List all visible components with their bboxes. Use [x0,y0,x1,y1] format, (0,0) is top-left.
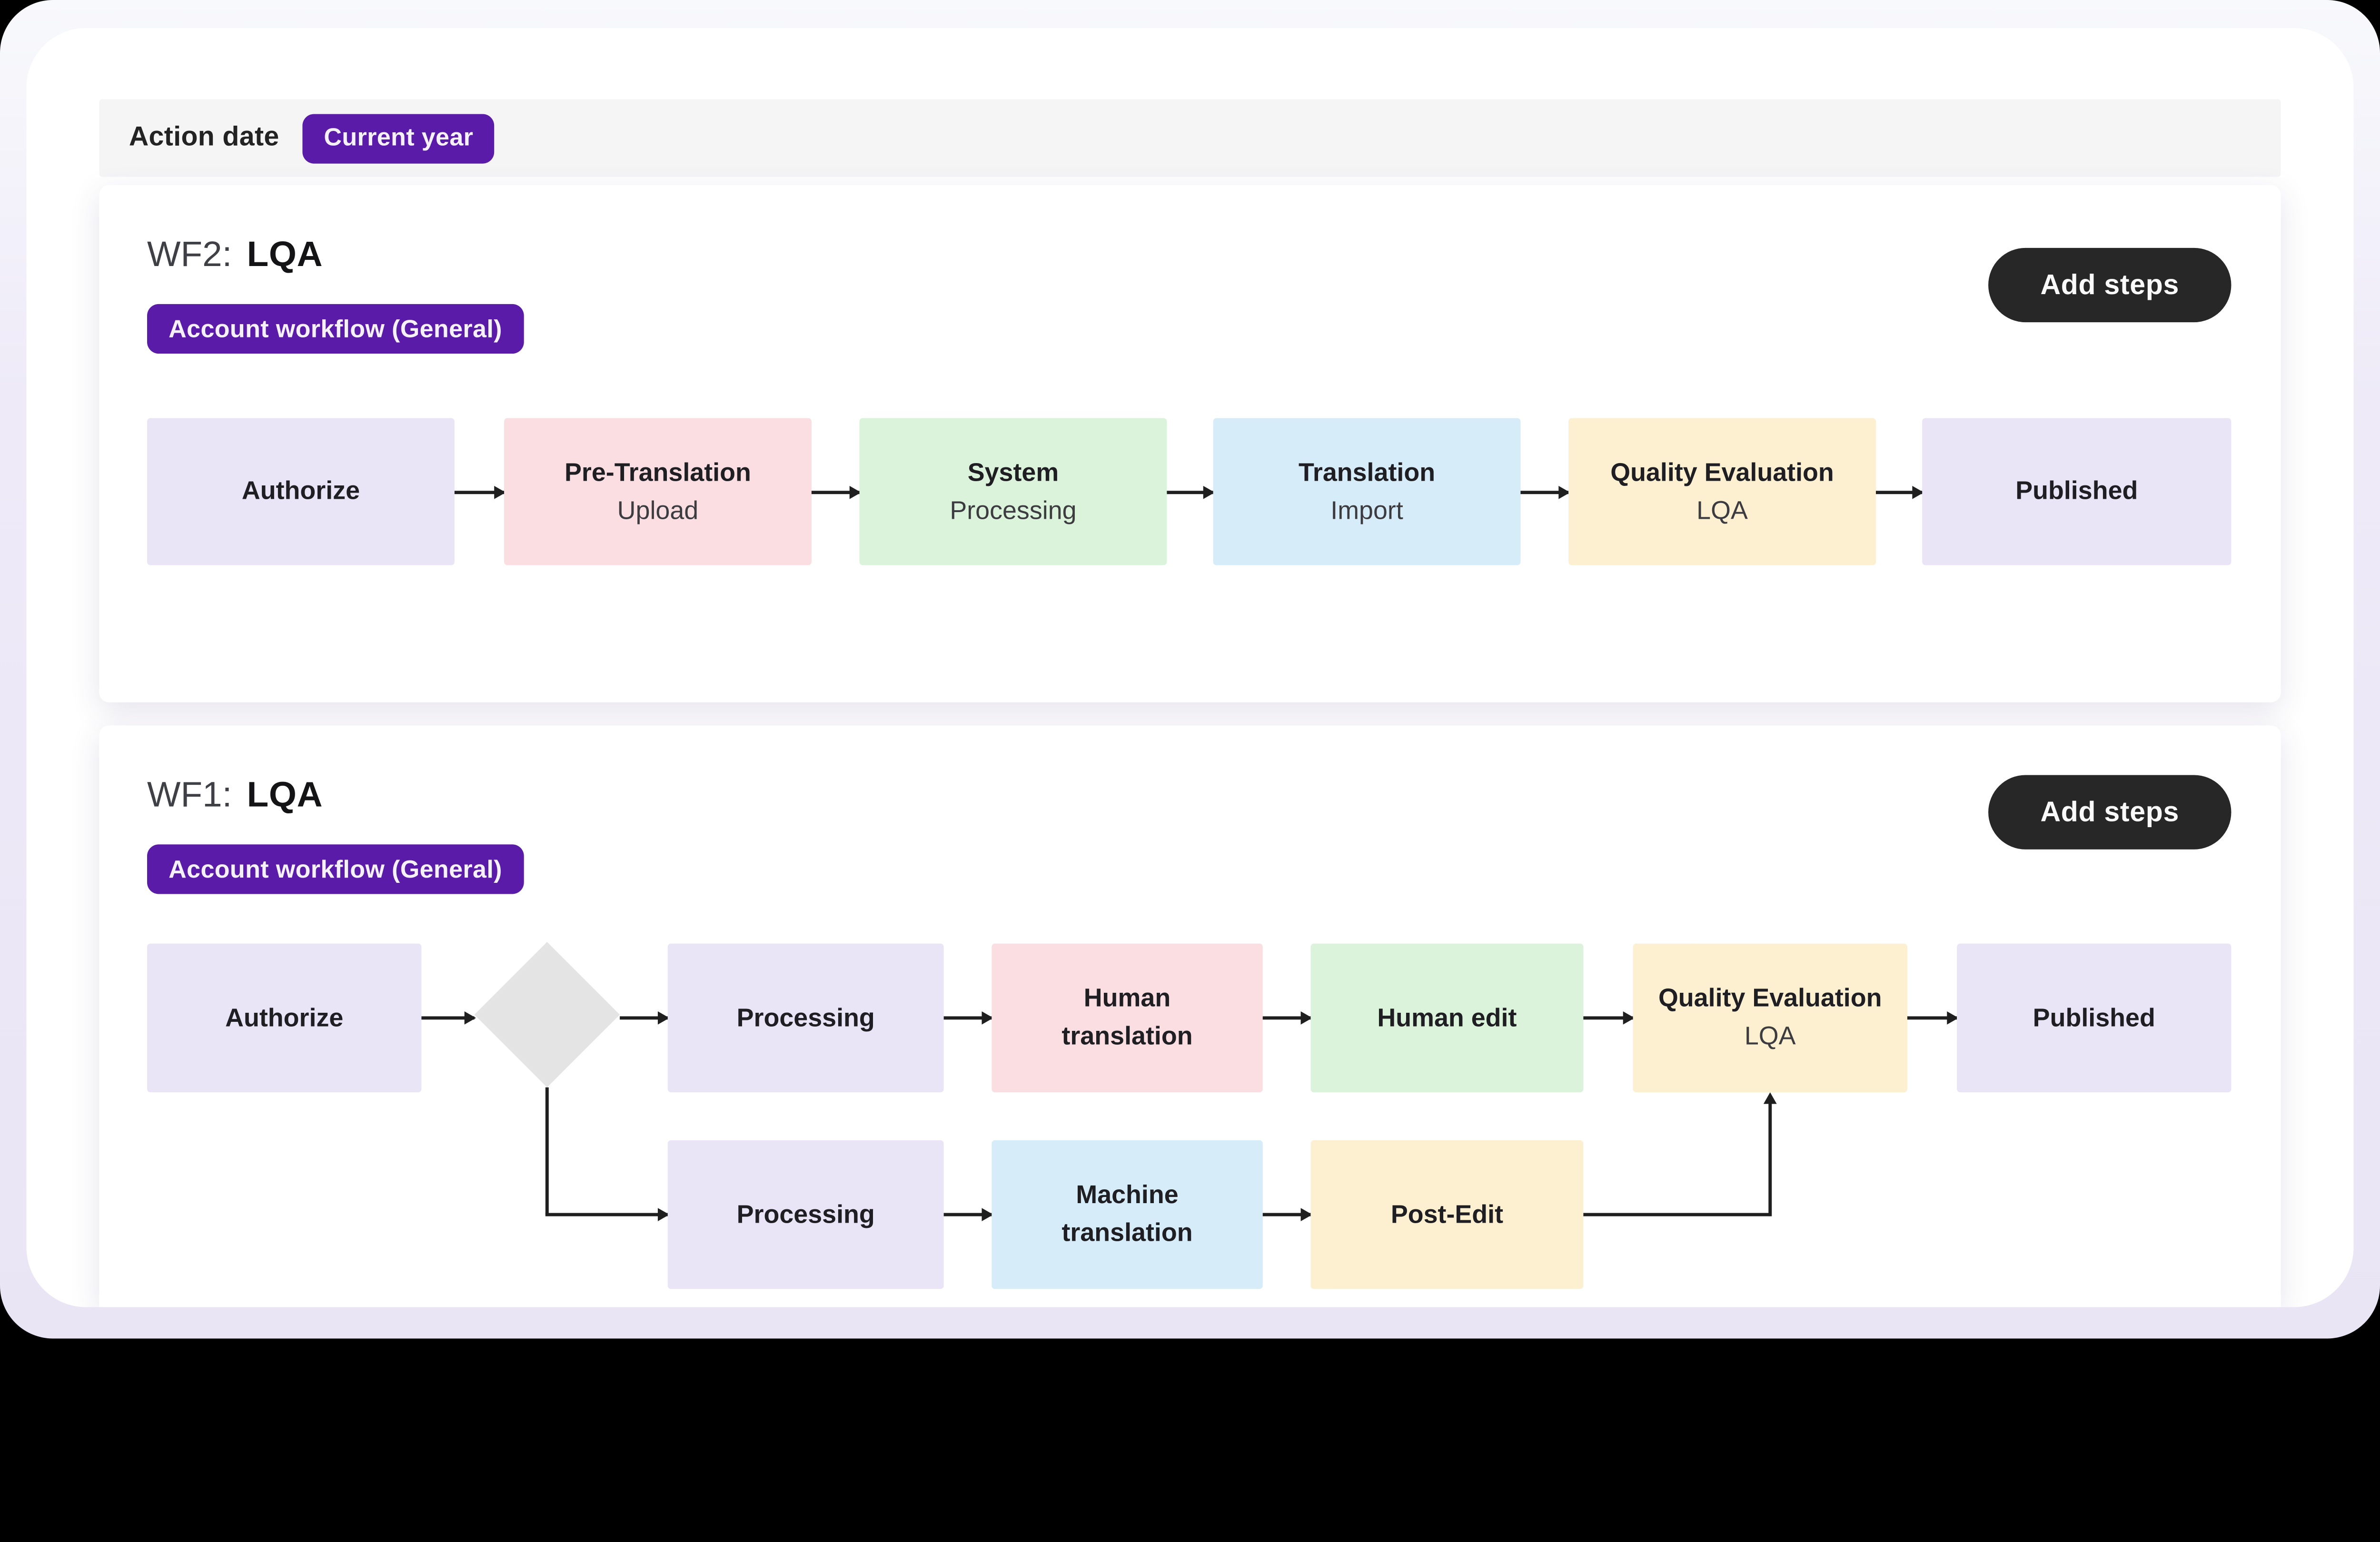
content-sheet: Action date Current year WF2: LQA Accoun… [26,28,2354,1307]
step-title: Pre-Translation [565,458,751,487]
app-root: Action date Current year WF2: LQA Accoun… [0,0,2380,1339]
workflow-card-wf1: WF1: LQA Account workflow (General) Add … [99,725,2281,1307]
workflow-title: WF2: LQA [147,235,323,276]
step-title: Translation [1298,458,1436,487]
step-quality-evaluation[interactable]: Quality Evaluation LQA [1633,943,1907,1093]
elbow-connector-up [1768,1102,1771,1216]
step-title: Processing [736,1200,875,1229]
flow-arrow [454,491,505,494]
step-processing[interactable]: Processing [667,943,944,1093]
page-background: Action date Current year WF2: LQA Accoun… [0,0,2380,1339]
step-post-edit[interactable]: Post-Edit [1310,1140,1584,1289]
step-subtitle: LQA [1696,496,1748,525]
step-published[interactable]: Published [1957,943,2231,1093]
flow-arrow [1262,1213,1311,1216]
workflow-title: WF1: LQA [147,775,323,816]
step-subtitle: Processing [950,496,1077,525]
workflow-name: LQA [247,775,323,815]
step-title: Human edit [1377,1004,1517,1032]
step-subtitle: LQA [1744,1023,1796,1051]
add-steps-button[interactable]: Add steps [1988,775,2231,850]
elbow-connector-right [1583,1213,1770,1216]
flow-arrow [1583,1016,1633,1019]
flow-arrow [1520,491,1569,494]
step-human-translation[interactable]: Human translation [992,943,1263,1093]
workflow-name: LQA [247,235,323,275]
add-steps-button[interactable]: Add steps [1988,247,2231,323]
filter-chip-current-year[interactable]: Current year [302,113,495,163]
step-quality-evaluation[interactable]: Quality Evaluation LQA [1568,418,1876,565]
arrowhead-up-icon [1763,1092,1776,1104]
workflow-id-label: WF1: [147,775,232,815]
step-title: Processing [736,1004,875,1032]
flow-arrow [943,1213,992,1216]
step-machine-translation[interactable]: Machine translation [992,1140,1263,1289]
flow-arrow [1167,491,1213,494]
workflow-tag-badge: Account workflow (General) [147,304,524,354]
flow-arrow [943,1016,992,1019]
flow-arrow [1907,1016,1957,1019]
step-title: Quality Evaluation [1610,458,1834,487]
step-system-processing[interactable]: System Processing [859,418,1167,565]
step-title: Human [1083,985,1171,1013]
step-published[interactable]: Published [1922,418,2231,565]
step-subtitle: Import [1330,496,1403,525]
step-translation-import[interactable]: Translation Import [1213,418,1521,565]
decision-diamond[interactable] [474,942,620,1087]
flow-arrow [1262,1016,1311,1019]
step-processing-mt[interactable]: Processing [667,1140,944,1289]
step-title: System [967,458,1059,487]
step-authorize[interactable]: Authorize [147,943,422,1093]
elbow-connector-right-arrow [545,1213,668,1216]
step-subtitle: Upload [617,496,699,525]
workflow-card-wf2: WF2: LQA Account workflow (General) Add … [99,185,2281,702]
flow-arrow [811,491,860,494]
step-title: Published [2033,1004,2155,1032]
step-pre-translation[interactable]: Pre-Translation Upload [504,418,812,565]
workflow-tag-label: Account workflow (General) [147,304,524,354]
step-human-edit[interactable]: Human edit [1310,943,1584,1093]
step-title: Quality Evaluation [1658,985,1882,1013]
step-title: Published [2015,477,2138,506]
step-title-line2: translation [1061,1023,1193,1051]
step-title: Authorize [225,1004,344,1032]
workflow-id-label: WF2: [147,235,232,275]
workflow-tag-label: Account workflow (General) [147,844,524,894]
step-title-line2: translation [1061,1219,1193,1248]
workflow-tag-badge: Account workflow (General) [147,844,524,894]
filter-bar: Action date Current year [99,99,2281,177]
flow-arrow [1875,491,1923,494]
step-title: Machine [1076,1181,1179,1210]
flow-arrow [620,1016,668,1019]
step-title: Post-Edit [1390,1200,1504,1229]
step-authorize[interactable]: Authorize [147,418,455,565]
filter-label: Action date [129,122,279,152]
step-title: Authorize [241,477,360,506]
flow-arrow [421,1016,475,1019]
elbow-connector-down [545,1087,548,1215]
